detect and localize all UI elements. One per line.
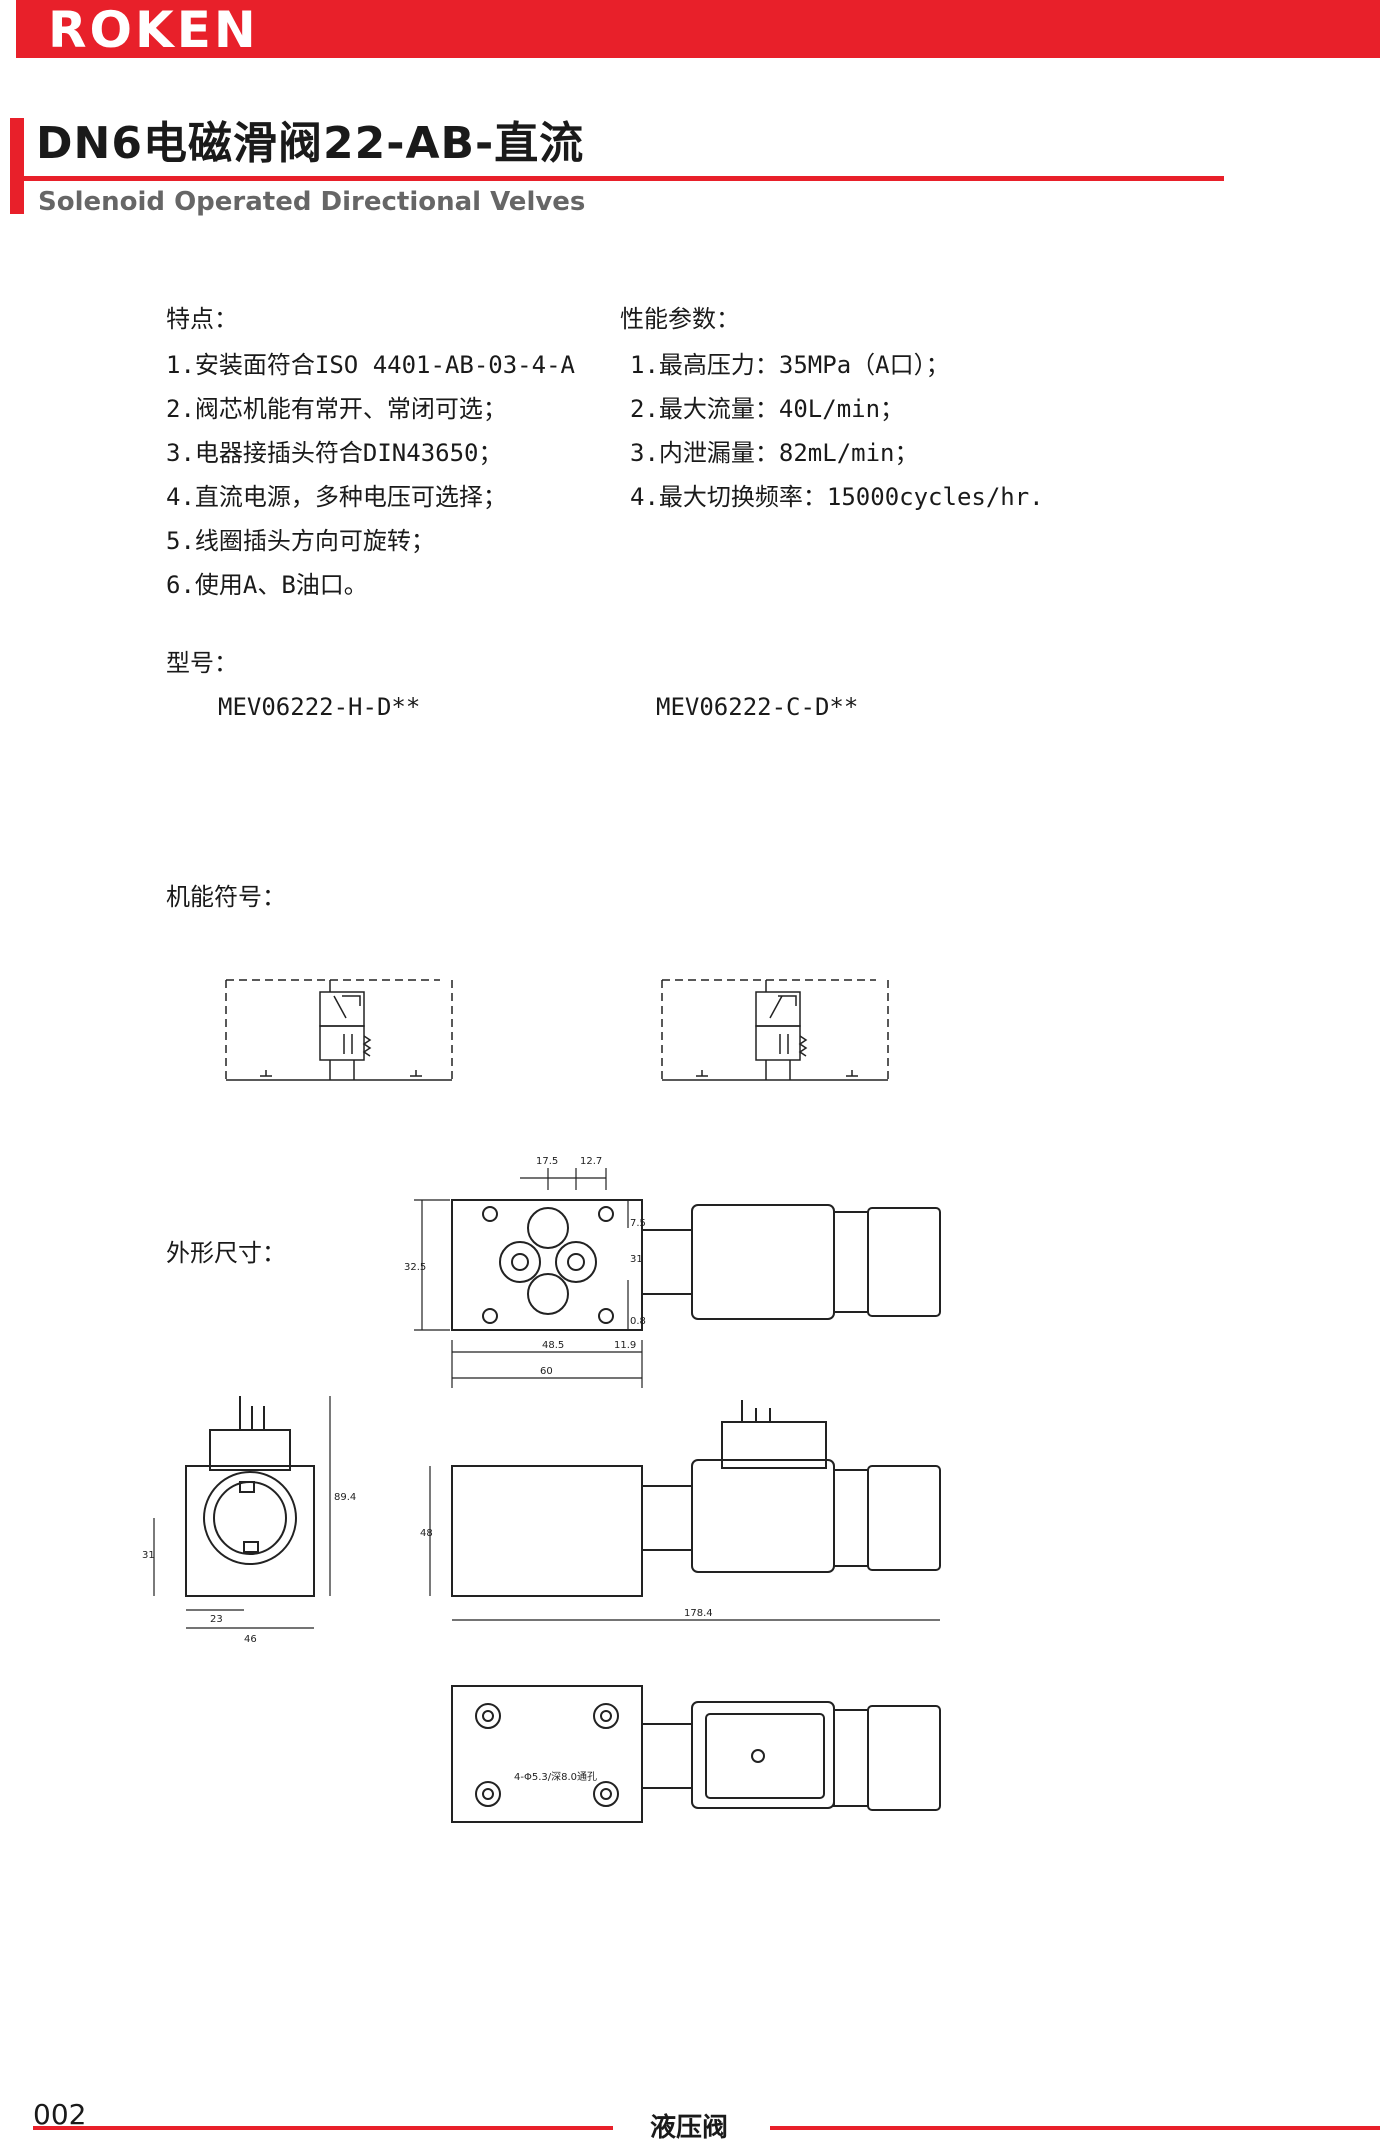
dim-label: 60	[540, 1366, 553, 1377]
list-item: 2.阀芯机能有常开、常闭可选；	[166, 395, 507, 423]
dim-label: 178.4	[684, 1608, 713, 1619]
dim-label: 46	[244, 1634, 257, 1645]
symbol-label: 机能符号：	[166, 883, 286, 911]
brand-logo-text: ROKEN	[48, 1, 259, 59]
title-accent-bar	[10, 118, 24, 214]
list-item: 3.内泄漏量：82mL/min；	[630, 439, 919, 467]
hydraulic-symbol-c	[661, 979, 889, 1081]
drawing-front-view: 17.5 12.7 7.5 32.5 31 0.8 48.5 11.9 60	[404, 1156, 941, 1388]
list-item: 6.使用A、B油口。	[166, 571, 368, 599]
footer-rule-right	[770, 2126, 1380, 2130]
list-item: 4.直流电源，多种电压可选择；	[166, 483, 507, 511]
dim-label: 0.8	[630, 1316, 646, 1327]
dim-label: 31	[630, 1254, 643, 1265]
drawing-end-view: 89.4 31 23 46	[142, 1396, 356, 1645]
dim-label: 12.7	[580, 1156, 602, 1167]
models-label: 型号：	[166, 649, 238, 677]
footer-section-title: 液压阀	[650, 2113, 729, 2143]
list-item: 1.安装面符合ISO 4401-AB-03-4-A	[166, 351, 575, 379]
dim-label: 4-Φ5.3/深8.0通孔	[514, 1771, 597, 1783]
page-subtitle: Solenoid Operated Directional Velves	[38, 187, 586, 217]
dim-label: 7.5	[630, 1218, 646, 1229]
title-underline	[24, 176, 1224, 181]
list-item: 5.线圈插头方向可旋转；	[166, 527, 435, 555]
performance-label: 性能参数：	[620, 305, 740, 333]
drawing-top-view: 4-Φ5.3/深8.0通孔	[451, 1685, 941, 1823]
features-list: 1.安装面符合ISO 4401-AB-03-4-A 2.阀芯机能有常开、常闭可选…	[166, 350, 606, 610]
list-item: 2.最大流量：40L/min；	[630, 395, 905, 423]
hydraulic-symbol-h	[225, 979, 453, 1081]
dim-label: 31	[142, 1550, 155, 1561]
brand-bar	[16, 0, 1380, 58]
list-item: 1.最高压力：35MPa（A口）；	[630, 351, 950, 379]
dim-label: 89.4	[334, 1492, 356, 1503]
performance-list: 1.最高压力：35MPa（A口）； 2.最大流量：40L/min； 3.内泄漏量…	[630, 350, 1090, 530]
dim-label: 11.9	[614, 1340, 636, 1351]
drawing-side-view: 48 178.4	[420, 1400, 941, 1621]
dim-label: 17.5	[536, 1156, 558, 1167]
footer-rule-left	[33, 2126, 613, 2130]
model-code-c: MEV06222-C-D**	[656, 693, 859, 721]
dim-label: 48	[420, 1528, 433, 1539]
page-title: DN6电磁滑阀22-AB-直流	[36, 118, 585, 169]
list-item: 3.电器接插头符合DIN43650；	[166, 439, 503, 467]
dimensions-label: 外形尺寸：	[166, 1239, 286, 1267]
model-code-h: MEV06222-H-D**	[218, 693, 421, 721]
page-number: 002	[33, 2098, 87, 2131]
dim-label: 32.5	[404, 1262, 426, 1273]
features-label: 特点：	[166, 305, 238, 333]
list-item: 4.最大切换频率：15000cycles/hr.	[630, 483, 1044, 511]
dim-label: 48.5	[542, 1340, 564, 1351]
dim-label: 23	[210, 1614, 223, 1625]
